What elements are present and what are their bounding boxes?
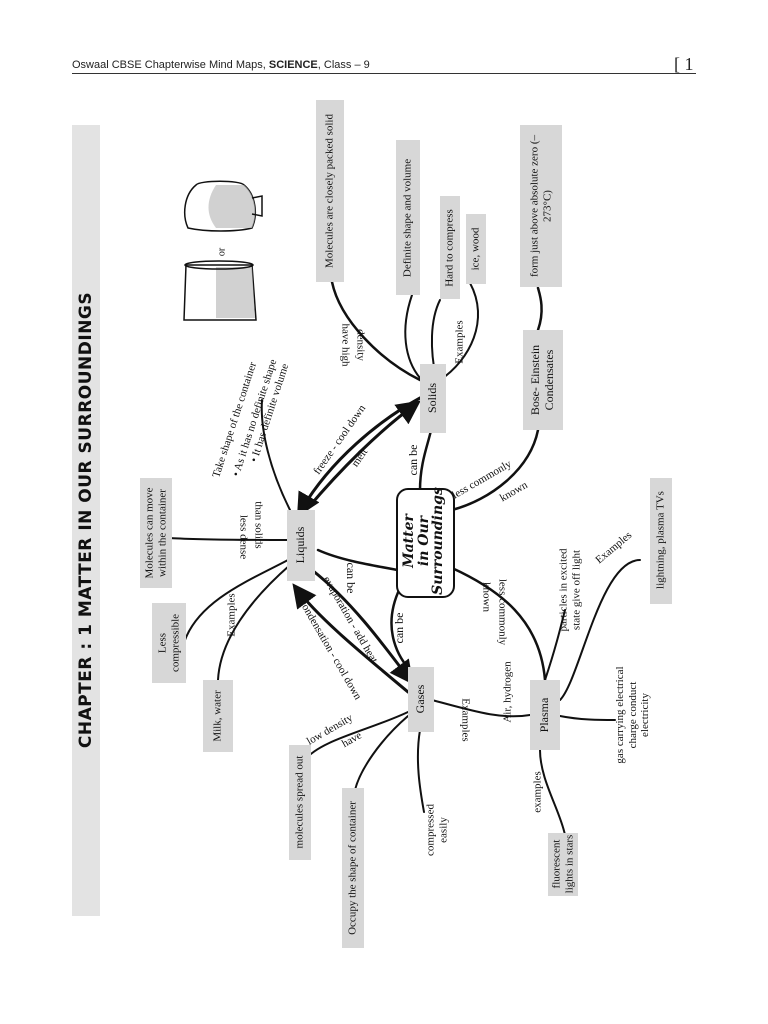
liquids-move-box	[140, 478, 172, 588]
solids-density-line	[330, 280, 422, 382]
solids-shape-box	[396, 140, 420, 295]
gases-box	[408, 667, 434, 732]
gases-examples: Air, hydrogen	[501, 661, 514, 723]
solids-shape-line	[404, 294, 421, 379]
solids-density-label-1: have high	[339, 323, 352, 367]
or-label: or	[216, 247, 228, 257]
liquids-move: Molecules can move within the container	[143, 487, 168, 579]
plasma-less-commonly: less commonly	[496, 578, 509, 646]
gases-spread-box	[289, 745, 311, 860]
solids-density-label-2: density	[354, 329, 367, 361]
plasma-lightning-box	[650, 478, 672, 604]
center-node	[396, 488, 455, 598]
plasma-label: Plasma	[537, 697, 552, 733]
liquids-can-be: can be	[343, 562, 358, 594]
plasma-fluorescent-box	[548, 833, 578, 896]
plasma-lightning: lightning, plasma TVs	[654, 491, 667, 589]
header-subject: SCIENCE	[268, 59, 318, 71]
center-to-bec-line	[450, 428, 540, 512]
plasma-gas-line	[559, 715, 616, 721]
gases-can-be: can be	[392, 612, 407, 644]
glass-and-vase-icon	[183, 180, 263, 321]
liquids-less-dense-2: than solids	[252, 501, 265, 549]
condensation-arrow	[292, 583, 410, 694]
header-book-title: Oswaal CBSE Chapterwise Mind Maps,	[72, 59, 269, 71]
center-to-plasma-line	[450, 566, 547, 682]
solids-examples-label: Examples	[453, 320, 466, 364]
liquids-examples-label: Examples	[225, 593, 238, 637]
bec-box	[523, 330, 563, 430]
plasma-gas-charge: gas carrying electrical charge conduct e…	[614, 666, 652, 764]
center-to-solids-line	[418, 423, 434, 492]
solids-box	[420, 364, 446, 433]
liquids-examples-box	[203, 680, 233, 752]
running-header: Oswaal CBSE Chapterwise Mind Maps, SCIEN…	[72, 59, 370, 71]
bec-absolute-zero: form just above absolute zero (–273°C)	[528, 134, 553, 278]
plasma-particles: particles in excited state give off ligh…	[557, 548, 582, 632]
melt-arrow	[306, 400, 421, 510]
liquids-label: Liquids	[293, 526, 308, 564]
liquids-compress: Less compressible	[156, 613, 181, 673]
gases-compress-line	[416, 729, 425, 813]
chapter-banner	[72, 125, 100, 916]
liquids-less-dense-1: less dense	[237, 514, 250, 560]
plasma-particles-line	[544, 609, 566, 681]
liquids-examples: Milk, water	[211, 690, 224, 742]
solids-closely-packed: Molecules are closely packed solid	[323, 114, 336, 268]
bec-property-line	[536, 286, 543, 332]
gases-shape-line	[354, 715, 409, 791]
gases-examples-label: Examples	[459, 698, 472, 742]
solids-examples: ice, wood	[469, 227, 482, 271]
plasma-fluorescent: fluorescent lights in stars	[550, 834, 575, 894]
gases-spread-out: molecules spread out	[293, 755, 306, 849]
bec-property-box	[520, 125, 562, 287]
gases-label: Gases	[413, 684, 428, 714]
solids-closely-packed-box	[316, 100, 344, 282]
liquids-container-line	[260, 399, 291, 511]
plasma-examples-label-2: examples	[531, 771, 544, 813]
plasma-known: known	[480, 582, 493, 612]
center-to-liquids-line	[316, 548, 400, 572]
header-class: , Class – 9	[317, 59, 370, 71]
page-number: [ 1	[674, 54, 694, 74]
liquids-compress-line	[184, 559, 289, 641]
solids-examples-line	[439, 282, 479, 381]
evaporation-arrow	[310, 568, 414, 685]
liquids-examples-line	[217, 564, 291, 681]
gases-examples-line	[431, 699, 531, 718]
header-rule	[72, 73, 696, 74]
gases-shape-box	[342, 788, 364, 948]
plasma-fluorescent-line	[539, 749, 566, 836]
liquids-box	[287, 510, 315, 581]
solids-hard-compress: Hard to compress	[443, 209, 456, 287]
solids-shape-volume: Definite shape and volume	[401, 158, 414, 278]
liquids-move-line	[169, 537, 291, 541]
liquids-compress-box	[152, 603, 186, 683]
solids-compress-box	[440, 196, 460, 299]
gases-compressed: compressed easily	[424, 804, 449, 856]
plasma-box	[530, 680, 560, 750]
gases-occupy-shape: Occupy the shape of container	[346, 801, 359, 935]
bec-label: Bose- Einstein Condensates	[528, 344, 556, 416]
solids-label: Solids	[425, 382, 440, 414]
solids-examples-box	[466, 214, 486, 284]
plasma-examples-line	[559, 559, 641, 701]
solids-can-be: can be	[406, 444, 421, 476]
